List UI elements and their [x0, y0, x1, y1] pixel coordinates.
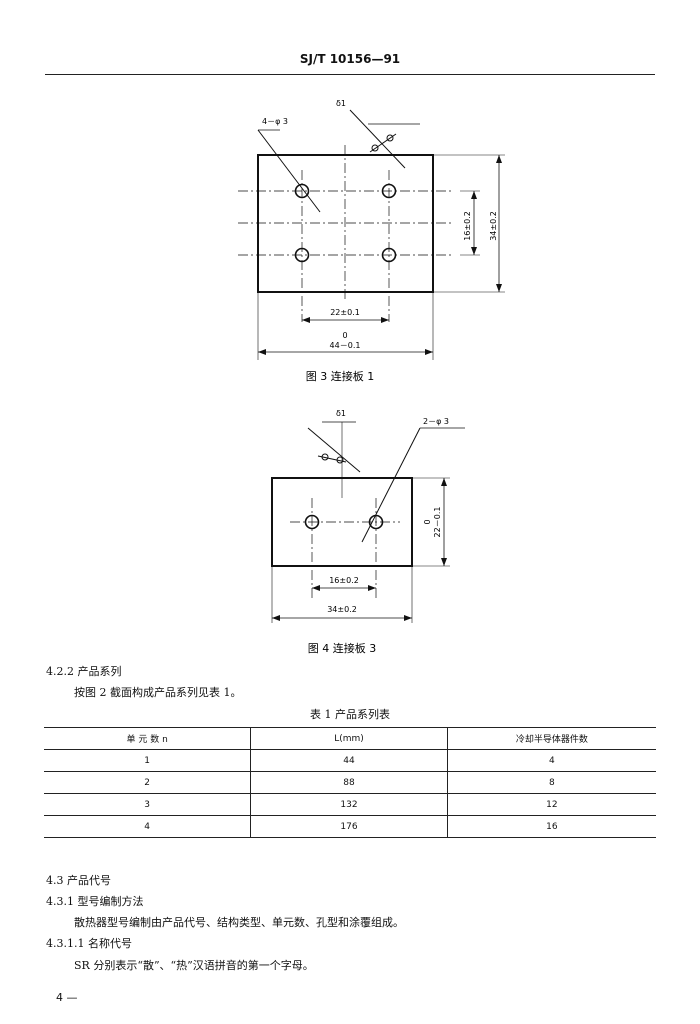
section-4-3-1-1-heading: 4.3.1.1 名称代号 — [46, 937, 132, 950]
figure-4-caption: 图 4 连接板 3 — [308, 641, 377, 655]
figure-3-drawing: 4－φ 3 δ1 34±0.2 16±0.2 22±0.1 0 44－0.1 图… — [238, 99, 505, 383]
cell-device-count: 4 — [446, 749, 656, 772]
cell-device-count: 12 — [446, 793, 656, 816]
column-header-device-count: 冷却半导体器件数 — [446, 727, 656, 750]
dim-hole-spacing: 16±0.2 — [329, 576, 359, 585]
section-4-3-1-body: 散热器型号编制由产品代号、结构类型、单元数、孔型和涂覆组成。 — [74, 916, 404, 929]
header-rule — [45, 74, 655, 75]
dim-height: 22－0.1 — [433, 507, 442, 538]
cell-units: 2 — [44, 771, 251, 794]
table-header-row: 单 元 数 n L(mm) 冷却半导体器件数 — [44, 727, 656, 750]
dim-vertical-inner: 16±0.2 — [463, 211, 472, 241]
plate-outline — [257, 154, 434, 293]
thickness-label: δ1 — [336, 99, 346, 108]
cell-length: 176 — [250, 815, 448, 838]
hole-callout: 4－φ 3 — [262, 117, 288, 126]
cell-length: 44 — [250, 749, 448, 772]
column-header-length: L(mm) — [250, 727, 448, 750]
section-4-3-heading: 4.3 产品代号 — [46, 874, 111, 887]
cell-units: 3 — [44, 793, 251, 816]
table-1-title: 表 1 产品系列表 — [310, 708, 390, 721]
cell-device-count: 8 — [446, 771, 656, 794]
table-row: 2 88 8 — [44, 771, 656, 794]
dim-height-tolerance-upper: 0 — [423, 519, 432, 524]
table-row: 1 44 4 — [44, 749, 656, 772]
section-4-2-2-body: 按图 2 截面构成产品系列见表 1。 — [74, 686, 242, 699]
dim-width-main: 44－0.1 — [330, 341, 361, 350]
section-4-2-2-heading: 4.2.2 产品系列 — [46, 665, 122, 678]
section-4-3-1-1-body: SR 分别表示“散”、“热”汉语拼音的第一个字母。 — [74, 959, 314, 972]
figure-4-drawing: δ1 2－φ 3 0 22－0.1 16±0.2 34±0.2 图 4 连接板 … — [271, 409, 465, 655]
cell-units: 4 — [44, 815, 251, 838]
cell-device-count: 16 — [446, 815, 656, 838]
hole-callout: 2－φ 3 — [423, 417, 449, 426]
product-series-table: 单 元 数 n L(mm) 冷却半导体器件数 1 44 4 2 88 8 3 1… — [44, 727, 656, 838]
cell-units: 1 — [44, 749, 251, 772]
section-4-3-1-heading: 4.3.1 型号编制方法 — [46, 895, 144, 908]
dim-width-tolerance-upper: 0 — [342, 331, 347, 340]
table-row: 3 132 12 — [44, 793, 656, 816]
dim-width: 34±0.2 — [327, 605, 357, 614]
cell-length: 132 — [250, 793, 448, 816]
thickness-label: δ1 — [336, 409, 346, 418]
column-header-units: 单 元 数 n — [44, 727, 251, 750]
dim-hole-spacing: 22±0.1 — [330, 308, 360, 317]
cell-length: 88 — [250, 771, 448, 794]
document-header: SJ/T 10156—91 — [299, 52, 401, 66]
table-row: 4 176 16 — [44, 815, 656, 838]
page-number: 4 — — [56, 991, 78, 1004]
dim-vertical-outer: 34±0.2 — [489, 211, 498, 241]
figure-3-caption: 图 3 连接板 1 — [306, 369, 375, 383]
